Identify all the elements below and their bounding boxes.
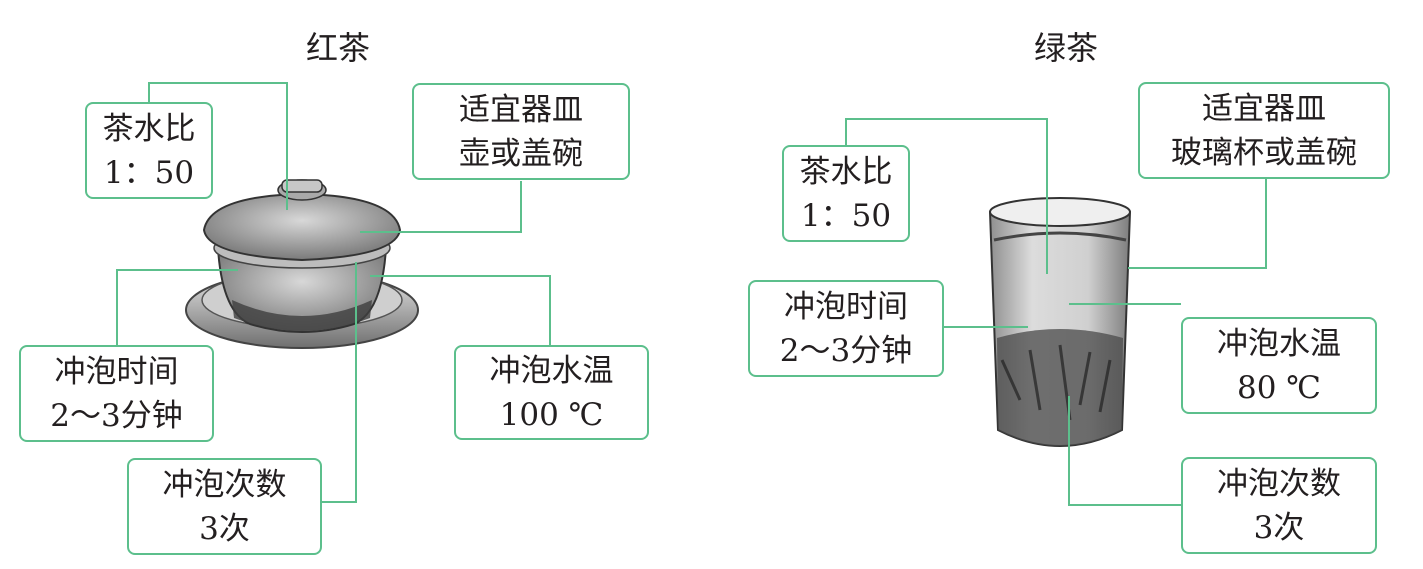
water-temp-value: 80 ℃ xyxy=(1237,369,1321,406)
steep-count-value: 3次 xyxy=(1253,509,1305,546)
steep-time-value: 2～3分钟 xyxy=(779,332,913,369)
water-temp-box-black-tea: 冲泡水温 100 ℃ xyxy=(454,345,649,440)
water-temp-label: 冲泡水温 xyxy=(489,352,614,389)
right-leader-lines xyxy=(845,118,1267,506)
vessel-value: 玻璃杯或盖碗 xyxy=(1171,134,1357,171)
steep-time-label: 冲泡时间 xyxy=(54,353,179,390)
tea-water-ratio-box-green-tea: 茶水比 1：50 xyxy=(782,145,910,242)
steep-time-value: 2～3分钟 xyxy=(50,397,183,434)
steep-count-box-black-tea: 冲泡次数 3次 xyxy=(127,458,322,555)
tea-water-ratio-label: 茶水比 xyxy=(102,110,196,147)
vessel-box-black-tea: 适宜器皿 壶或盖碗 xyxy=(412,83,630,180)
steep-time-box-black-tea: 冲泡时间 2～3分钟 xyxy=(19,345,214,442)
steep-count-label: 冲泡次数 xyxy=(1217,465,1341,502)
gaiwan-illustration xyxy=(185,179,419,349)
vessel-box-green-tea: 适宜器皿 玻璃杯或盖碗 xyxy=(1138,82,1390,179)
water-temp-box-green-tea: 冲泡水温 80 ℃ xyxy=(1181,317,1377,414)
steep-count-label: 冲泡次数 xyxy=(162,466,287,503)
steep-time-label: 冲泡时间 xyxy=(784,288,908,325)
left-leader-lines xyxy=(116,82,551,503)
tea-water-ratio-box-black-tea: 茶水比 1：50 xyxy=(85,102,213,199)
tea-water-ratio-value: 1：50 xyxy=(800,197,892,234)
vessel-label: 适宜器皿 xyxy=(459,91,583,128)
steep-count-value: 3次 xyxy=(199,510,250,547)
steep-count-box-green-tea: 冲泡次数 3次 xyxy=(1181,457,1377,554)
vessel-label: 适宜器皿 xyxy=(1202,90,1326,127)
tea-water-ratio-value: 1：50 xyxy=(103,154,195,191)
steep-time-box-green-tea: 冲泡时间 2～3分钟 xyxy=(748,280,944,377)
glass-cup-illustration xyxy=(988,197,1132,447)
panel-title-black-tea: 红茶 xyxy=(305,29,370,67)
panel-title-green-tea: 绿茶 xyxy=(1033,29,1098,67)
water-temp-label: 冲泡水温 xyxy=(1217,325,1341,362)
water-temp-value: 100 ℃ xyxy=(499,396,604,433)
vessel-value: 壶或盖碗 xyxy=(459,135,583,172)
tea-water-ratio-label: 茶水比 xyxy=(799,153,893,190)
